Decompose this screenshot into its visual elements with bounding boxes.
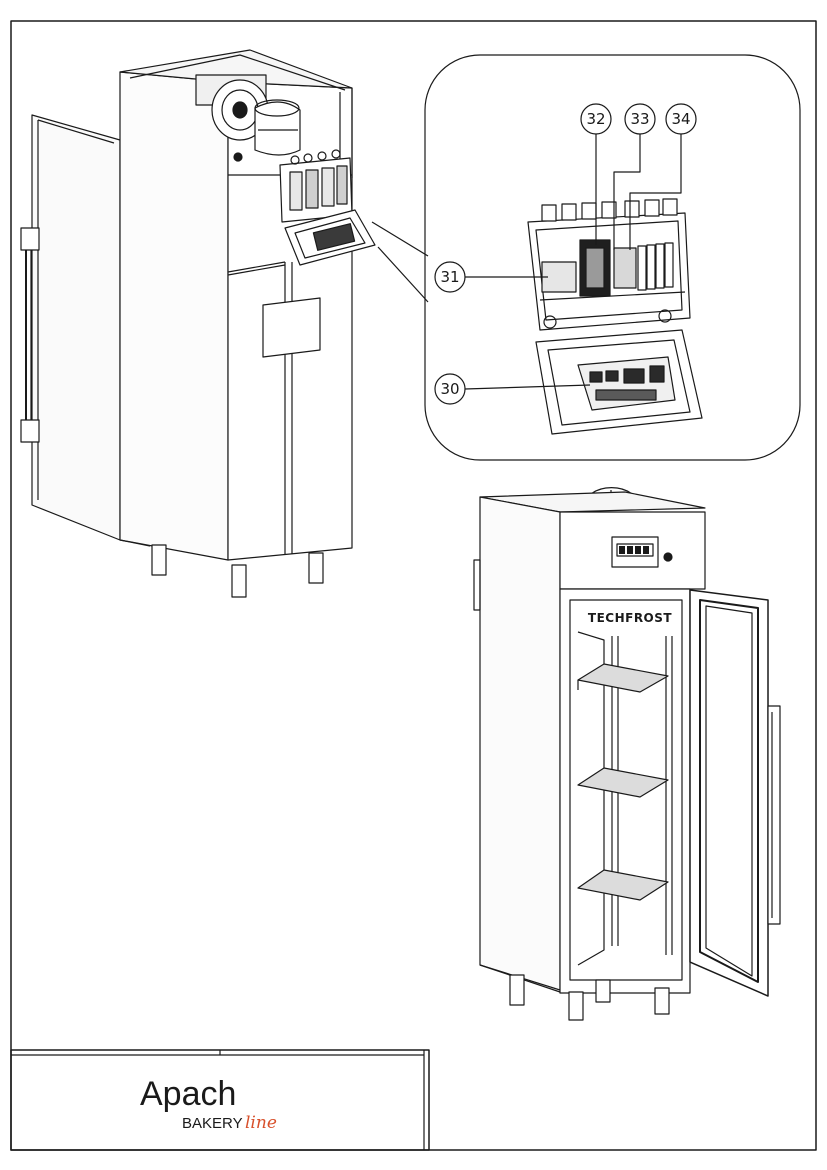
callout-32-label: 32 — [586, 110, 605, 128]
callout-33-label: 33 — [630, 110, 649, 128]
glass-door — [689, 589, 769, 997]
cabinet-open-top-back — [129, 54, 346, 91]
cabinet-interior — [569, 599, 683, 981]
callout-31-label: 31 — [440, 268, 459, 286]
callout-30: 30 — [434, 373, 591, 405]
shelf-3 — [577, 869, 669, 901]
shelf-1 — [577, 663, 669, 693]
logo-script-text: line — [245, 1113, 277, 1133]
callout-31: 31 — [434, 261, 548, 293]
detail-bubble: 30 31 32 33 34 — [424, 54, 801, 461]
callout-32: 32 — [580, 103, 612, 245]
compressor — [254, 101, 301, 156]
cabinet-rear-view — [20, 49, 429, 598]
detail-leader-bottom — [377, 246, 429, 303]
callout-34-label: 34 — [671, 110, 690, 128]
refrigeration-unit — [195, 74, 301, 162]
electrical-box-open — [279, 149, 376, 266]
callout-30-label: 30 — [440, 380, 459, 398]
component-33-block — [613, 247, 637, 289]
side-door-handle-top — [20, 227, 40, 251]
power-switch-icon — [663, 552, 673, 562]
callout-34: 34 — [629, 103, 697, 250]
cabinet-legs — [119, 539, 324, 598]
detail-bubble-frame — [424, 54, 801, 461]
side-door-panel — [31, 114, 121, 541]
cabinet-side — [479, 496, 561, 991]
logo-sub-text: BAKERY — [182, 1115, 243, 1132]
title-block: Apach BAKERY line — [10, 1049, 430, 1151]
controller-board — [577, 356, 676, 411]
callout-33: 33 — [613, 103, 656, 250]
detail-leader-top — [371, 221, 429, 257]
cabinet-brand-label: TECHFROST — [588, 611, 673, 625]
door-handle — [767, 705, 781, 925]
apach-logo: Apach BAKERY line — [140, 1075, 277, 1133]
cabinet-front-view: TECHFROST — [473, 487, 781, 1021]
component-34-terminals — [637, 242, 674, 291]
cabinet-left-face — [119, 71, 229, 561]
shelf-2 — [577, 767, 669, 798]
front-cabinet-legs — [509, 974, 670, 1021]
side-door-handle-bottom — [20, 419, 40, 443]
logo-main-text: Apach — [140, 1075, 236, 1113]
rating-plate — [262, 297, 321, 358]
